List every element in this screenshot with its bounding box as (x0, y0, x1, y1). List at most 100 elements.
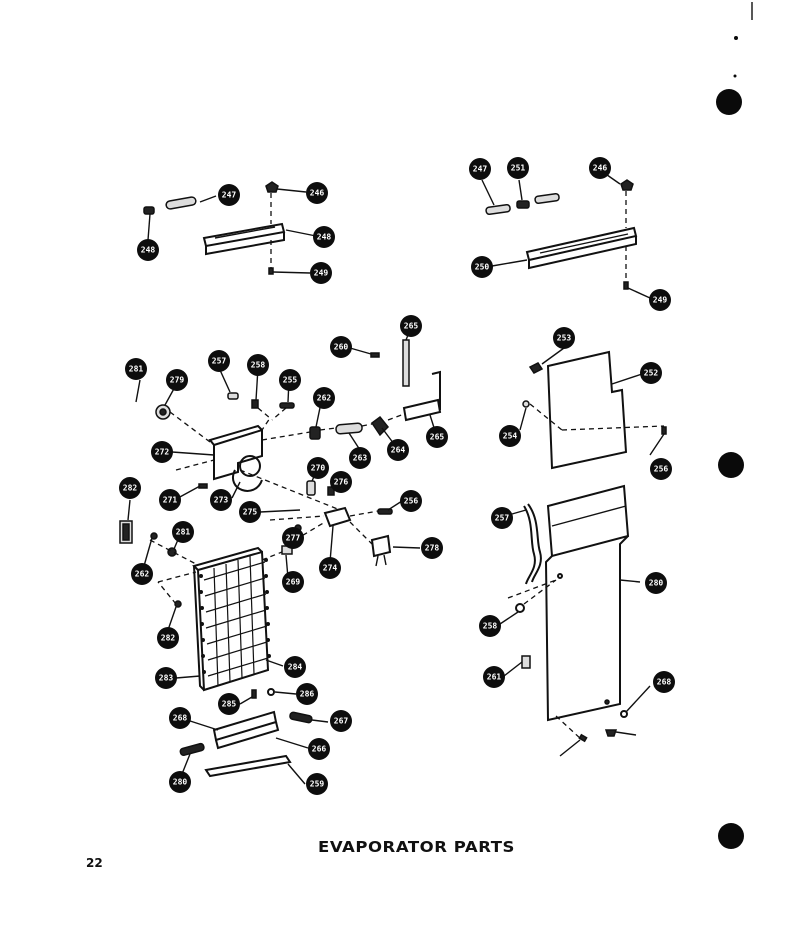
part-callout: 256 (400, 490, 422, 512)
callout-bubble (313, 387, 335, 409)
callout-bubble (119, 477, 141, 499)
callout-number: 266 (312, 745, 327, 754)
callout-bubble (137, 239, 159, 261)
callout-bubble (319, 557, 341, 579)
callout-bubble (172, 521, 194, 543)
part-callout: 246 (306, 182, 328, 204)
callout-bubble (589, 157, 611, 179)
part-callout: 283 (155, 667, 177, 689)
part-callout: 248 (137, 239, 159, 261)
part-callout: 279 (166, 369, 188, 391)
part-callout: 246 (589, 157, 611, 179)
callout-bubble (426, 426, 448, 448)
part-callout: 280 (169, 771, 191, 793)
part-callout: 265 (400, 315, 422, 337)
binder-hole-top (716, 89, 742, 115)
callout-bubble (125, 358, 147, 380)
callout-bubble (400, 315, 422, 337)
callout-bubble (169, 707, 191, 729)
part-callout: 278 (421, 537, 443, 559)
callout-bubble (284, 656, 306, 678)
callout-number: 263 (353, 454, 368, 463)
part-callout: 261 (483, 666, 505, 688)
callout-number: 285 (222, 700, 237, 709)
callout-bubble (247, 354, 269, 376)
callout-bubble (306, 182, 328, 204)
binder-hole-bottom (718, 823, 744, 849)
callout-bubble (296, 683, 318, 705)
page-title: EVAPORATOR PARTS (318, 838, 516, 856)
callout-number: 264 (391, 446, 406, 455)
callout-number: 246 (593, 164, 608, 173)
top-left-rail-assembly (143, 181, 317, 275)
top-right-rail-assembly (481, 169, 651, 299)
callout-number: 265 (404, 322, 419, 331)
callout-number: 250 (475, 263, 490, 272)
part-callout: 253 (553, 327, 575, 349)
part-callout: 274 (319, 557, 341, 579)
callout-bubble (330, 710, 352, 732)
part-callout: 285 (218, 693, 240, 715)
callout-bubble (169, 771, 191, 793)
callout-bubble (640, 362, 662, 384)
callout-bubble (308, 738, 330, 760)
callout-number: 259 (310, 780, 325, 789)
callout-bubble (553, 327, 575, 349)
callout-number: 282 (123, 484, 138, 493)
part-callout: 277 (282, 527, 304, 549)
evaporator-coil (119, 499, 329, 785)
part-callout: 254 (499, 425, 521, 447)
callout-bubble (218, 184, 240, 206)
callout-bubble (279, 369, 301, 391)
part-callout: 281 (172, 521, 194, 543)
callout-bubble (349, 447, 371, 469)
callout-number: 262 (135, 570, 150, 579)
part-callout: 286 (296, 683, 318, 705)
part-callout: 260 (330, 336, 352, 358)
callout-bubble (151, 441, 173, 463)
callout-bubble (387, 439, 409, 461)
callout-bubble (469, 158, 491, 180)
callout-number: 247 (473, 165, 488, 174)
part-callout: 275 (239, 501, 261, 523)
part-callout: 265 (426, 426, 448, 448)
callout-bubble (645, 572, 667, 594)
part-callout: 281 (125, 358, 147, 380)
part-callout: 249 (649, 289, 671, 311)
callout-number: 253 (557, 334, 572, 343)
callout-number: 271 (163, 496, 178, 505)
callout-number: 275 (243, 508, 258, 517)
callout-number: 280 (173, 778, 188, 787)
part-callout: 266 (308, 738, 330, 760)
callout-number: 247 (222, 191, 237, 200)
part-callout: 249 (310, 262, 332, 284)
part-callout: 257 (491, 507, 513, 529)
part-callout: 272 (151, 441, 173, 463)
callout-number: 254 (503, 432, 518, 441)
callout-bubble (330, 336, 352, 358)
part-callout: 257 (208, 350, 230, 372)
callout-number: 267 (334, 717, 349, 726)
speck-mark (733, 74, 737, 78)
part-callout: 268 (653, 671, 675, 693)
part-callout: 280 (645, 572, 667, 594)
callout-number: 284 (288, 663, 303, 672)
bracket-assembly (135, 329, 442, 567)
callout-bubble (155, 667, 177, 689)
callout-number: 261 (487, 673, 502, 682)
binder-hole-middle (718, 452, 744, 478)
callout-number: 256 (654, 465, 669, 474)
callout-bubble (307, 457, 329, 479)
callout-bubble (282, 571, 304, 593)
callout-bubble (218, 693, 240, 715)
part-callout: 267 (330, 710, 352, 732)
callout-bubble (210, 489, 232, 511)
callout-number: 281 (129, 365, 144, 374)
callout-bubble (310, 262, 332, 284)
part-callout: 250 (471, 256, 493, 278)
callout-number: 279 (170, 376, 185, 385)
callout-number: 273 (214, 496, 229, 505)
callout-number: 248 (141, 246, 156, 255)
callout-number: 248 (317, 233, 332, 242)
